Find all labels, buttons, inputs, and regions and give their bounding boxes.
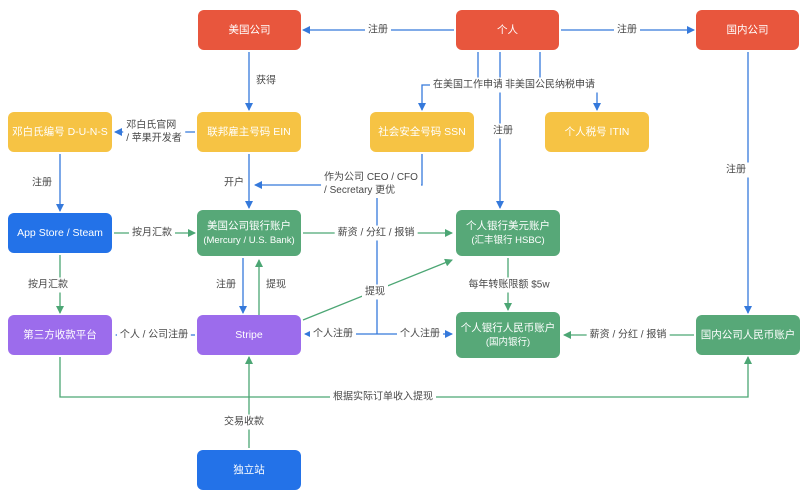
edge-label-ssn-apply: 在美国工作申请 — [430, 77, 506, 93]
edge-label-monthly-remit-1: 按月汇款 — [129, 225, 175, 241]
node-third-party-platform: 第三方收款平台 — [8, 315, 112, 355]
edge-label-ceo-advantage-line2: / Secretary 更优 — [324, 185, 396, 196]
edge-label-duns-via-line2: / 苹果开发者 — [126, 133, 182, 144]
edge-label-annual-limit: 每年转账限额 $5w — [465, 277, 553, 293]
edge-label-ceo-advantage-line1: 作为公司 CEO / CFO — [324, 172, 418, 183]
node-cn-company-label: 国内公司 — [726, 23, 769, 36]
edge-ssn-ceo-advantage — [254, 154, 423, 189]
node-us-company-bank-sublabel: (Mercury / U.S. Bank) — [203, 234, 295, 246]
edge-label-withdraw-2: 提现 — [362, 284, 388, 300]
node-cn-company: 国内公司 — [696, 10, 799, 50]
edge-label-register-usd-bank: 注册 — [490, 123, 516, 139]
node-personal-cny-bank: 个人银行人民币账户 (国内银行) — [456, 312, 560, 358]
edge-label-personal-company-register: 个人 / 公司注册 — [116, 327, 192, 343]
node-us-company-bank-label: 美国公司银行账户 — [207, 220, 291, 232]
edge-label-transaction-collect: 交易收款 — [221, 414, 267, 430]
edge-label-obtain: 获得 — [253, 73, 279, 89]
edge-label-open-account: 开户 — [221, 175, 247, 191]
node-stripe-label: Stripe — [235, 328, 263, 341]
edge-label-ceo-advantage: 作为公司 CEO / CFO / Secretary 更优 — [321, 170, 421, 198]
node-cn-company-cny-bank-label: 国内公司人民币账户 — [700, 328, 796, 341]
node-person-label: 个人 — [497, 23, 518, 36]
edge-label-duns-via-line1: 邓白氏官网 — [126, 120, 177, 131]
edge-label-register-us: 注册 — [365, 22, 391, 38]
node-cn-company-cny-bank: 国内公司人民币账户 — [696, 315, 800, 355]
edge-label-personal-register-stripe: 个人注册 — [310, 326, 356, 342]
node-personal-cny-bank-sublabel: (国内银行) — [485, 336, 531, 348]
node-duns: 邓白氏编号 D-U-N-S — [8, 112, 112, 152]
node-third-party-platform-label: 第三方收款平台 — [23, 328, 97, 341]
node-duns-label: 邓白氏编号 D-U-N-S — [12, 125, 108, 138]
node-ein: 联邦雇主号码 EIN — [197, 112, 301, 152]
node-us-company: 美国公司 — [198, 10, 301, 50]
edge-label-salary-usd: 薪资 / 分红 / 报销 — [334, 225, 418, 241]
node-personal-cny-bank-label: 个人银行人民币账户 — [460, 322, 556, 334]
edge-label-register-cn: 注册 — [614, 22, 640, 38]
node-personal-usd-bank-sublabel: (汇丰银行 HSBC) — [471, 234, 545, 246]
edge-label-withdraw-1: 提现 — [263, 277, 289, 293]
node-personal-usd-bank-label: 个人银行美元账户 — [466, 220, 550, 232]
edge-label-salary-cny: 薪资 / 分红 / 报销 — [586, 327, 670, 343]
edge-label-duns-via: 邓白氏官网 / 苹果开发者 — [123, 118, 185, 146]
node-appstore-steam-label: App Store / Steam — [17, 226, 103, 239]
node-appstore-steam: App Store / Steam — [8, 213, 112, 253]
node-independent-site-label: 独立站 — [233, 463, 265, 476]
node-independent-site: 独立站 — [197, 450, 301, 490]
node-itin-label: 个人税号 ITIN — [564, 125, 630, 138]
node-ein-label: 联邦雇主号码 EIN — [207, 125, 291, 138]
node-stripe: Stripe — [197, 315, 301, 355]
node-us-company-bank: 美国公司银行账户 (Mercury / U.S. Bank) — [197, 210, 301, 256]
edge-label-register-cny-company-bank: 注册 — [723, 162, 749, 178]
node-itin: 个人税号 ITIN — [545, 112, 649, 152]
node-ssn: 社会安全号码 SSN — [370, 112, 474, 152]
node-personal-usd-bank: 个人银行美元账户 (汇丰银行 HSBC) — [456, 210, 560, 256]
edge-label-personal-register-bank: 个人注册 — [397, 326, 443, 342]
edge-label-order-income-withdraw: 根据实际订单收入提现 — [330, 389, 436, 405]
node-ssn-label: 社会安全号码 SSN — [378, 125, 466, 138]
edge-label-monthly-remit-2: 按月汇款 — [25, 277, 71, 293]
edge-label-itin-apply: 非美国公民纳税申请 — [502, 77, 598, 93]
edge-label-register-appstore: 注册 — [29, 175, 55, 191]
edge-label-register-stripe: 注册 — [213, 277, 239, 293]
node-us-company-label: 美国公司 — [228, 23, 271, 36]
node-person: 个人 — [456, 10, 559, 50]
